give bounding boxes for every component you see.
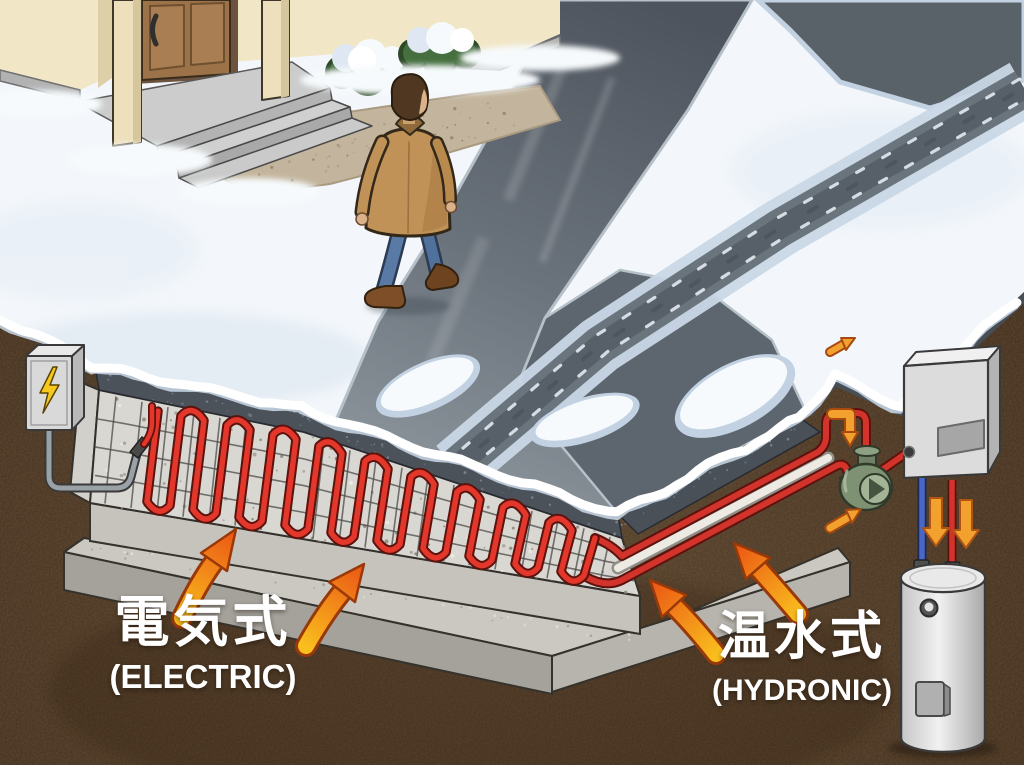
walking-person [354,73,460,315]
heat-arrow-electric-1 [171,527,238,629]
porch-steps [156,87,373,189]
snow-lip [0,298,1022,521]
pump-rotor-icon [869,478,885,500]
heat-arrow-electric-2 [295,562,366,657]
flow-direction-arrow-icon [824,337,862,534]
wet-corner-region [751,0,1024,111]
hydronic-label: 温水式 (HYDRONIC) [652,610,952,706]
shoe [424,263,460,291]
heat-up-arrows [171,527,809,665]
house-entrance [0,0,620,206]
heat-arrow-hydronic-2 [732,541,809,625]
head [390,73,429,121]
electric-panel-assembly [25,344,156,493]
heating-cable [142,405,600,586]
door-handle-icon [150,13,159,47]
electric-label-en: (ELECTRIC) [109,657,297,695]
electric-label-jp: 電気式 [114,591,292,653]
boiler-unit [902,345,1001,480]
tire-track [436,62,1024,491]
lightning-bolt-icon [39,366,60,414]
hydronic-equipment [824,337,1001,757]
heat-arrow-hydronic-1 [648,578,727,665]
electric-label: 電気式 (ELECTRIC) [58,591,348,695]
hydronic-piping [581,408,871,589]
hydronic-label-en: (HYDRONIC) [712,673,892,707]
hot-water-tank [889,559,997,757]
shoe [363,285,407,309]
boiler-vent [937,419,985,457]
boiler-port [902,445,916,459]
hydronic-label-jp: 温水式 [717,608,886,666]
down-arrow-icon [922,497,980,549]
circulation-pump [838,445,894,512]
